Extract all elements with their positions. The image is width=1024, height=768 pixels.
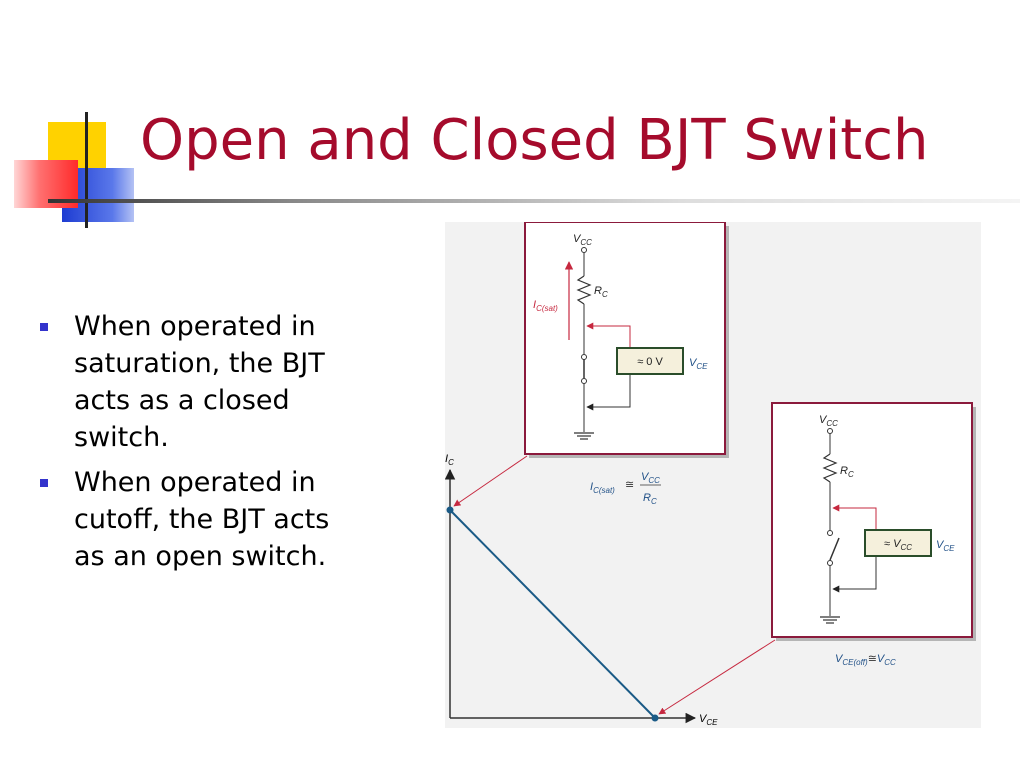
svg-text:RC: RC: [840, 465, 854, 479]
svg-text:VCC: VCC: [819, 414, 838, 428]
title-underline: [48, 199, 1020, 203]
svg-text:VCE: VCE: [689, 357, 708, 371]
bullet-text: When operated in cutoff, the BJT acts as…: [74, 467, 330, 572]
saturation-pointer-arrow: [453, 455, 528, 507]
bullet-square-icon: [40, 479, 48, 487]
bullet-list: When operated in saturation, the BJT act…: [36, 308, 366, 583]
cutoff-point: [651, 714, 659, 722]
cutoff-voltage-formula: VCE(off)≅VCC: [835, 653, 896, 667]
bullet-item: When operated in saturation, the BJT act…: [36, 308, 366, 456]
load-line: [449, 509, 656, 719]
svg-text:≅: ≅: [625, 479, 634, 491]
svg-text:VCC: VCC: [573, 233, 592, 247]
saturation-current-formula: IC(sat) ≅ VCC RC: [590, 471, 661, 506]
svg-text:RC: RC: [643, 492, 657, 506]
cutoff-circuit-panel: VCC RC ≈ VCC VCE: [771, 402, 976, 641]
svg-text:≈ 0 V: ≈ 0 V: [637, 356, 663, 368]
svg-text:≈ VCC: ≈ VCC: [884, 538, 912, 552]
cutoff-pointer-arrow: [658, 639, 776, 715]
svg-text:IC(sat): IC(sat): [590, 481, 615, 495]
deco-vertical-line: [85, 112, 88, 228]
bjt-switch-diagram: IC VCE IC(sat) ≅ VCC RC VCE(off)≅VCC VCC…: [445, 222, 976, 727]
saturation-circuit-panel: VCC RC IC(sat) ≈ 0 V VCE: [524, 222, 729, 458]
svg-text:IC(sat): IC(sat): [533, 299, 558, 313]
slide-title: Open and Closed BJT Switch: [140, 108, 929, 173]
x-axis-label: VCE: [699, 713, 718, 727]
svg-text:VCE: VCE: [936, 539, 955, 553]
y-axis-label: IC: [445, 453, 454, 467]
saturation-point: [446, 506, 454, 514]
svg-text:VCC: VCC: [641, 471, 660, 485]
bullet-square-icon: [40, 323, 48, 331]
bullet-text: When operated in saturation, the BJT act…: [74, 311, 325, 453]
svg-text:RC: RC: [594, 285, 608, 299]
bjt-switch-figure: IC VCE IC(sat) ≅ VCC RC VCE(off)≅VCC VCC…: [445, 222, 981, 728]
bullet-item: When operated in cutoff, the BJT acts as…: [36, 464, 366, 575]
